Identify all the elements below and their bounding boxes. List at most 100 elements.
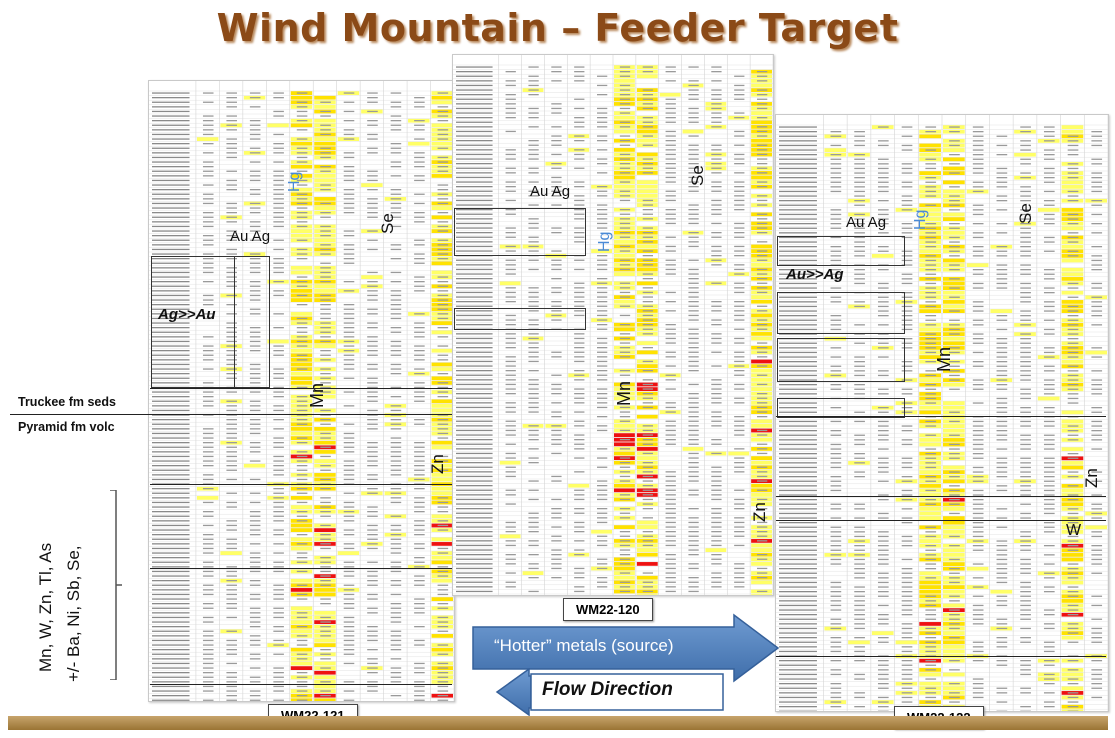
assay-cell-text	[574, 259, 585, 261]
sample-id-text	[456, 195, 493, 197]
assay-cell-text	[757, 268, 768, 271]
assay-cell-text	[528, 259, 539, 261]
sample-id-text	[456, 558, 493, 560]
assay-cell-text	[551, 153, 562, 156]
assay-cell-text	[901, 480, 913, 482]
assay-cell-text	[854, 623, 865, 625]
assay-cell-text	[320, 216, 331, 218]
sample-id-text	[456, 75, 493, 77]
sample-id-text	[779, 568, 817, 570]
assay-cell-text	[414, 336, 425, 338]
assay-cell-text	[877, 250, 889, 252]
assay-cell-text	[1091, 641, 1103, 643]
assay-cell-text	[854, 393, 865, 395]
assay-cell-text	[972, 246, 984, 248]
assay-cell-text	[619, 167, 631, 169]
assay-cell-text	[996, 246, 1008, 248]
assay-cell-text	[642, 443, 653, 445]
assay-cell-text	[320, 299, 331, 301]
assay-cell-text	[996, 581, 1008, 584]
assay-cell-text	[688, 337, 699, 340]
assay-cell-text	[296, 396, 308, 398]
assay-cell-highlight	[636, 364, 658, 368]
assay-cell-highlight	[1061, 359, 1084, 364]
sample-id-text	[456, 508, 493, 510]
assay-cell-text	[296, 386, 308, 389]
sample-id-text	[779, 246, 817, 248]
assay-cell-text	[1091, 430, 1103, 432]
assay-cell-highlight	[1061, 709, 1084, 711]
assay-cell-text	[925, 499, 937, 501]
assay-cell-text	[414, 478, 425, 481]
assay-cell-text	[320, 368, 331, 370]
assay-cell-text	[688, 342, 699, 344]
assay-cell-text	[901, 186, 913, 188]
assay-cell-text	[249, 373, 261, 375]
assay-cell-text	[437, 455, 449, 458]
assay-cell-text	[202, 129, 214, 131]
sample-id-text	[779, 149, 817, 151]
assay-cell-text	[505, 324, 516, 326]
assay-cell-text	[711, 544, 722, 547]
assay-cell-text	[390, 193, 402, 195]
assay-cell-text	[343, 598, 355, 600]
assay-cell-text	[273, 405, 284, 407]
assay-cell-text	[505, 503, 516, 505]
assay-cell-text	[949, 250, 960, 252]
assay-cell-text	[877, 558, 889, 561]
assay-cell-text	[688, 563, 699, 565]
assay-cell-text	[437, 607, 449, 609]
assay-cell-text	[437, 239, 449, 241]
assay-cell-text	[734, 342, 745, 344]
assay-cell-text	[226, 672, 237, 674]
assay-cell-text	[414, 101, 425, 103]
assay-cell-text	[597, 268, 608, 271]
assay-cell-highlight	[431, 261, 453, 266]
assay-cell-text	[830, 604, 842, 607]
assay-cell-text	[877, 604, 889, 607]
assay-cell-text	[877, 664, 889, 666]
assay-cell-text	[414, 276, 425, 278]
assay-cell-text	[320, 386, 331, 389]
assay-cell-text	[414, 253, 425, 255]
assay-cell-highlight	[290, 229, 313, 233]
assay-cell-text	[574, 489, 585, 491]
assay-cell-text	[688, 544, 699, 547]
assay-cell-text	[414, 685, 425, 688]
sample-id-text	[152, 547, 190, 550]
sample-id-text	[779, 443, 817, 446]
assay-cell-text	[437, 603, 449, 605]
assay-cell-text	[972, 236, 984, 239]
sample-id-text	[779, 692, 817, 694]
assay-cell-text	[367, 207, 378, 209]
assay-cell-text	[972, 540, 984, 542]
sample-id-text	[152, 129, 190, 131]
assay-cell-text	[320, 566, 331, 568]
assay-cell-text	[273, 97, 284, 99]
assay-cell-text	[972, 614, 984, 616]
assay-cell-text	[226, 212, 237, 214]
sample-id-text	[779, 250, 817, 252]
assay-cell-text	[925, 393, 937, 395]
assay-cell-text	[925, 549, 937, 551]
assay-cell-text	[273, 584, 284, 586]
assay-cell-text	[296, 101, 308, 103]
assay-cell-text	[619, 71, 631, 73]
assay-cell-text	[830, 526, 842, 528]
assay-cell-text	[505, 443, 516, 445]
assay-cell-text	[1043, 287, 1055, 289]
assay-cell-highlight	[943, 304, 965, 309]
assay-cell-text	[296, 239, 308, 241]
assay-cell-text	[505, 544, 516, 547]
assay-cell-text	[202, 607, 214, 609]
assay-cell-text	[1067, 434, 1079, 436]
assay-cell-text	[226, 391, 237, 393]
assay-cell-text	[854, 140, 865, 142]
assay-cell-text	[1043, 554, 1055, 556]
assay-cell-text	[249, 598, 261, 600]
assay-cell-highlight	[943, 589, 965, 594]
assay-cell-text	[226, 529, 237, 531]
assay-cell-text	[972, 158, 984, 160]
assay-cell-text	[901, 609, 913, 611]
sample-id-text	[456, 199, 493, 202]
